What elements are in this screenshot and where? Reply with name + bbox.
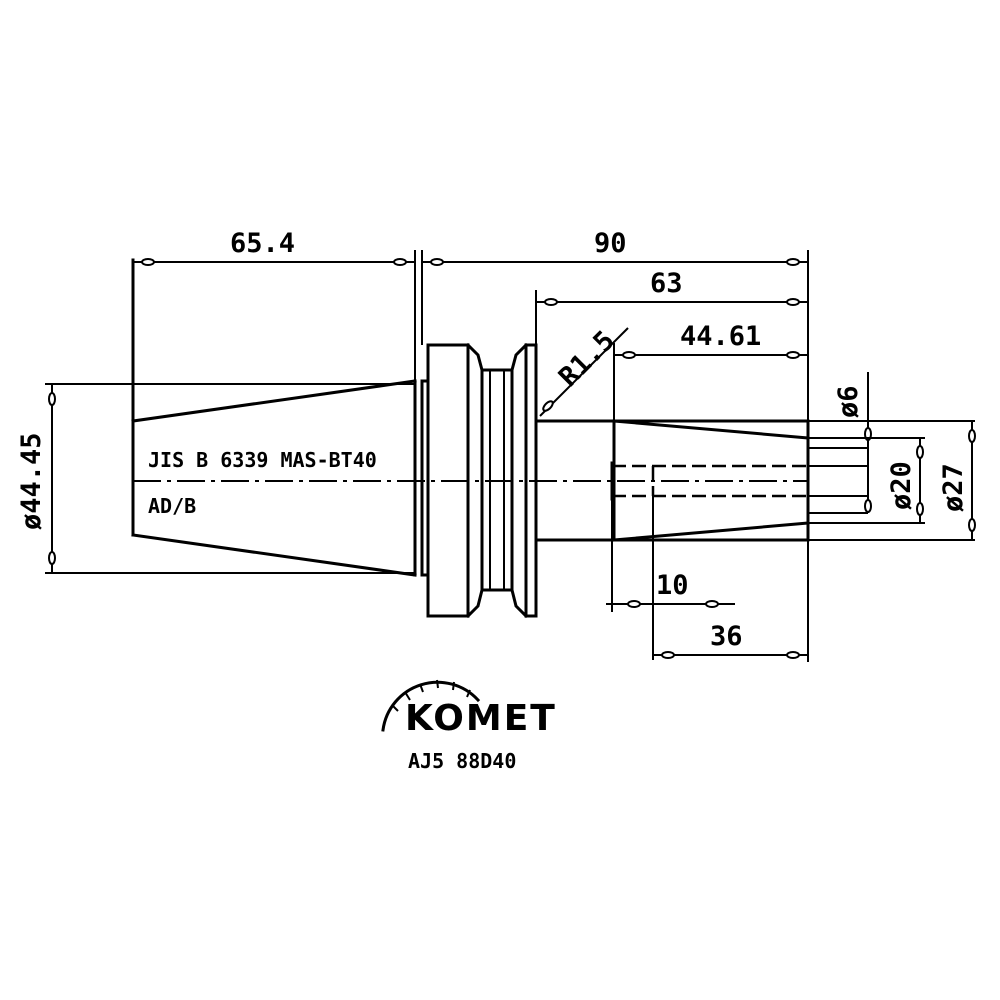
dim-overall-length: 90 [421,228,809,421]
dim-bore-diameter: ø6 [833,372,872,513]
shank [534,419,975,542]
brand-name: KOMET [405,698,557,739]
dim-label-flange-length: 65.4 [230,228,295,259]
dim-label-bore-depth: 10 [656,570,689,601]
dim-body-length: 63 [535,268,808,345]
form-note: AD/B [148,494,196,518]
dim-label-clamp-length: 36 [710,621,743,652]
dim-shank-length: 44.61 [613,321,808,421]
dim-label-body-length: 63 [650,268,683,299]
dim-bore-depth: 10 [606,496,735,660]
dim-label-overall-length: 90 [594,228,627,259]
dim-label-shank-length: 44.61 [680,321,761,352]
dim-flange-length: 65.4 [133,228,416,381]
dim-collar-diameter: ø27 [938,421,976,540]
part-number: AJ5 88D40 [408,749,516,773]
dim-label-collar-diameter: ø27 [938,463,969,512]
dim-clamp-length: 36 [653,540,809,662]
dim-shank-diameter: ø20 [808,437,925,524]
dim-label-bore-diameter: ø6 [833,385,864,418]
dim-label-shank-diameter: ø20 [886,461,917,510]
standard-note: JIS B 6339 MAS-BT40 [148,448,377,472]
komet-logo: KOMET AJ5 88D40 [381,679,557,773]
dim-label-taper-diameter: ø44.45 [16,432,47,530]
taper-cone [131,258,417,577]
dim-taper-diameter: ø44.45 [16,383,415,574]
dim-label-radius: R1.5 [553,325,621,393]
